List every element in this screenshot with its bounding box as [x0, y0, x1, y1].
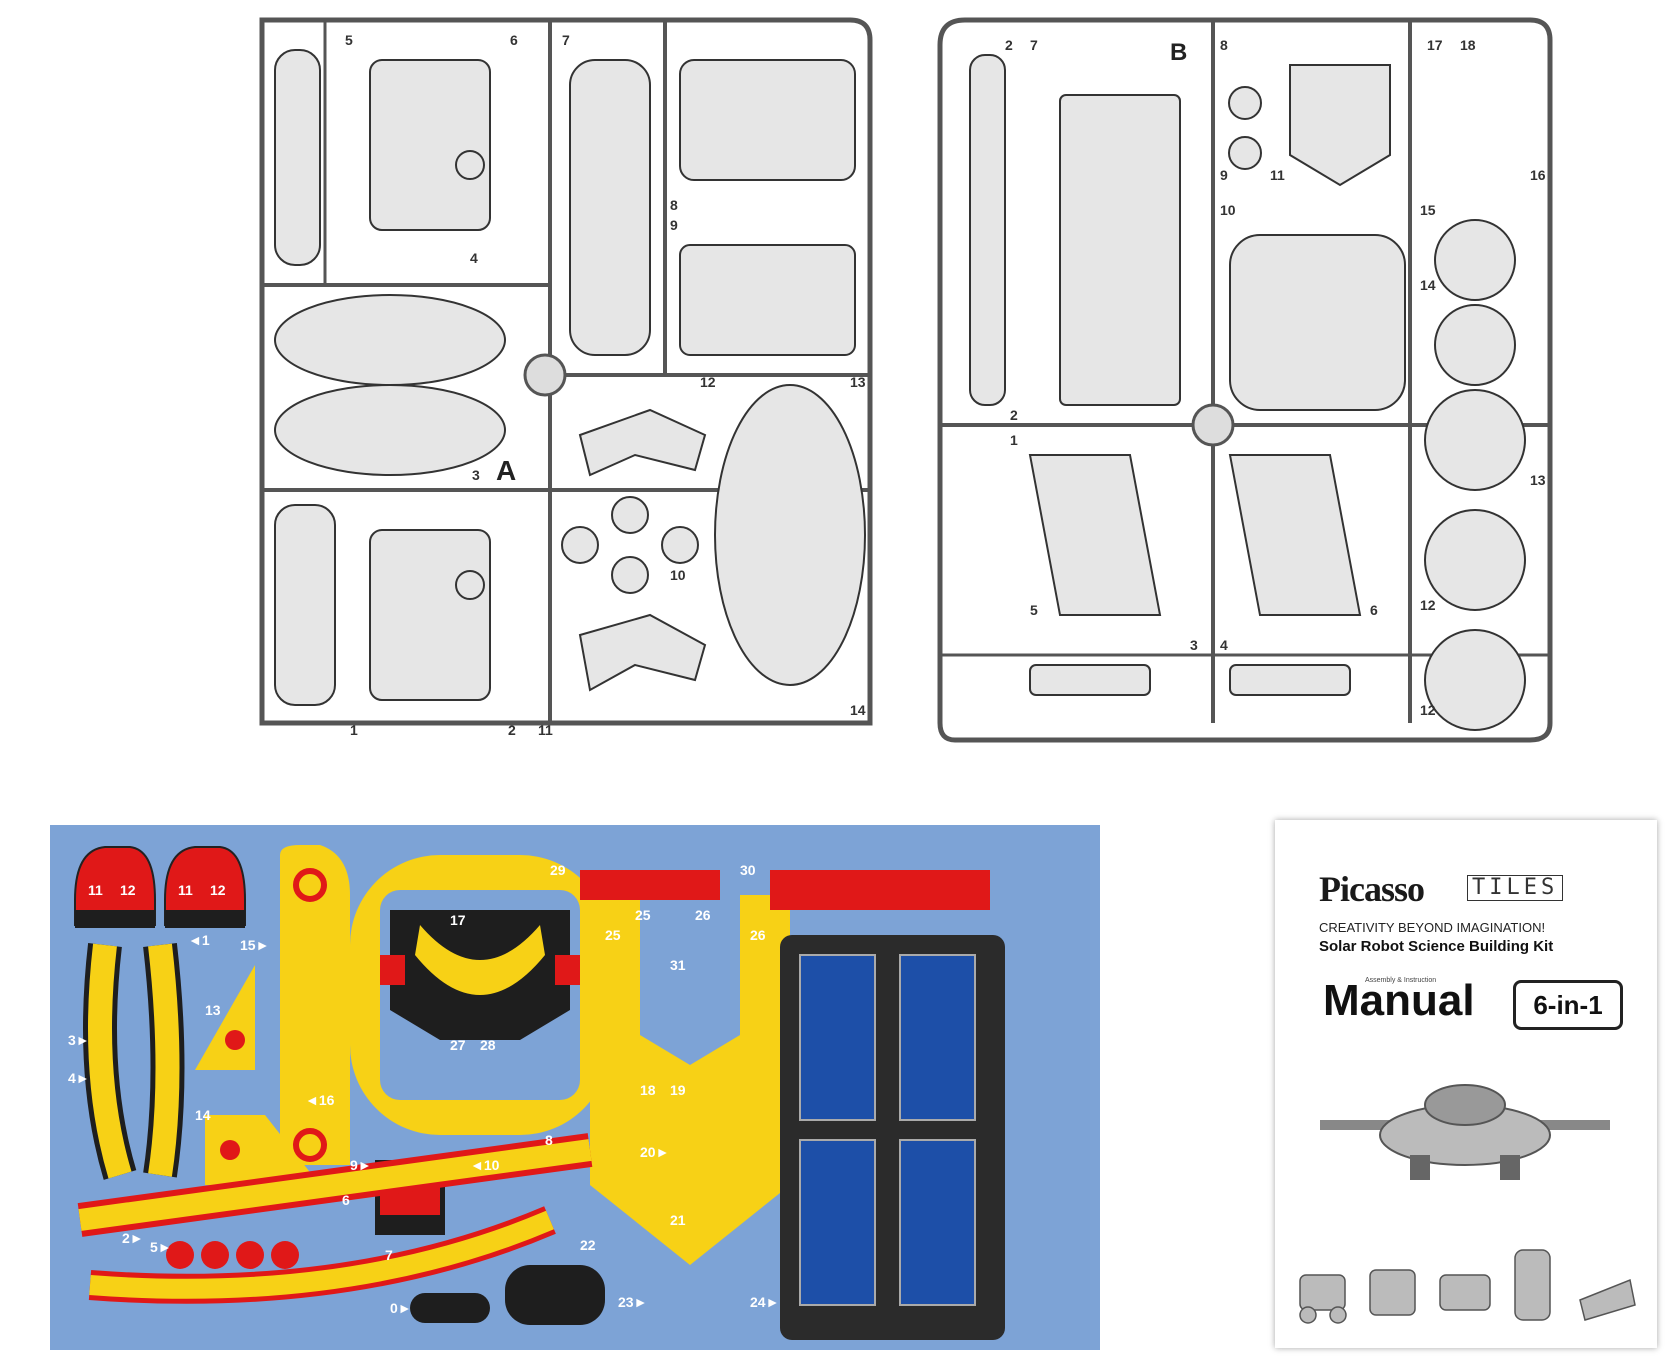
sticker-sheet-drawing: 11 12 11 12 ◄1 3► 4► 2► 13 15► 14 ◄16 17 27… — [50, 825, 1100, 1350]
six-in-one-badge: 6-in-1 — [1513, 980, 1623, 1030]
svg-text:0►: 0► — [390, 1300, 412, 1316]
svg-text:7: 7 — [385, 1247, 393, 1263]
svg-text:17: 17 — [1427, 37, 1443, 53]
svg-text:1: 1 — [350, 722, 358, 738]
brand-suffix: TILES — [1467, 875, 1564, 901]
svg-text:4: 4 — [470, 250, 478, 266]
sprue-a: 5 6 7 4 8 9 12 13 3 10 1 2 11 14 A — [250, 15, 880, 745]
svg-text:16: 16 — [1530, 167, 1546, 183]
svg-text:10: 10 — [670, 567, 686, 583]
manual-title: Manual — [1323, 976, 1475, 1025]
svg-text:26: 26 — [695, 907, 711, 923]
svg-text:2: 2 — [508, 722, 516, 738]
sprue-a-label: 5 — [345, 32, 353, 48]
sprue-b-letter: B — [1170, 39, 1187, 66]
svg-text:29: 29 — [550, 862, 566, 878]
svg-text:6: 6 — [342, 1192, 350, 1208]
svg-text:12: 12 — [700, 374, 716, 390]
brand-name: Picasso — [1319, 869, 1425, 909]
svg-text:9►: 9► — [350, 1157, 372, 1173]
svg-text:15: 15 — [1420, 202, 1436, 218]
svg-text:2: 2 — [1005, 37, 1013, 53]
svg-text:21: 21 — [670, 1212, 686, 1228]
svg-text:25: 25 — [635, 907, 651, 923]
svg-text:8: 8 — [545, 1132, 553, 1148]
svg-text:◄1: ◄1 — [188, 932, 210, 948]
svg-text:11: 11 — [178, 882, 193, 898]
svg-text:31: 31 — [670, 957, 686, 973]
svg-text:14: 14 — [850, 702, 866, 718]
svg-text:9: 9 — [1220, 167, 1228, 183]
svg-text:17: 17 — [450, 912, 466, 928]
subtitle: Solar Robot Science Building Kit — [1319, 938, 1554, 955]
svg-text:12: 12 — [1420, 702, 1436, 718]
svg-text:28: 28 — [480, 1037, 496, 1053]
svg-text:2: 2 — [1010, 407, 1018, 423]
svg-text:22: 22 — [580, 1237, 596, 1253]
robot-variants-image — [1299, 1249, 1636, 1324]
svg-text:11: 11 — [1270, 167, 1285, 183]
svg-text:30: 30 — [740, 862, 756, 878]
svg-text:20►: 20► — [640, 1144, 669, 1160]
svg-text:13: 13 — [205, 1002, 221, 1018]
sprue-a-letter: A — [496, 455, 516, 486]
svg-text:10: 10 — [1220, 202, 1236, 218]
svg-text:24►: 24► — [750, 1294, 779, 1310]
small-caption: Assembly & Instruction — [1365, 977, 1437, 984]
svg-text:2►: 2► — [122, 1230, 144, 1246]
svg-text:27: 27 — [450, 1037, 466, 1053]
svg-text:4►: 4► — [68, 1070, 90, 1086]
svg-text:5: 5 — [1030, 602, 1038, 618]
svg-text:1: 1 — [1010, 432, 1018, 448]
sprue-a-drawing: 5 6 7 4 8 9 12 13 3 10 1 2 11 14 A — [259, 17, 873, 738]
svg-text:3: 3 — [1190, 637, 1198, 653]
svg-text:23►: 23► — [618, 1294, 647, 1310]
robot-ufo-image — [1320, 1084, 1610, 1180]
svg-text:13: 13 — [850, 374, 866, 390]
svg-text:4: 4 — [1220, 637, 1228, 653]
tagline: CREATIVITY BEYOND IMAGINATION! — [1319, 920, 1546, 935]
svg-text:18: 18 — [1460, 37, 1476, 53]
svg-text:6: 6 — [1370, 602, 1378, 618]
svg-text:9: 9 — [670, 217, 678, 233]
svg-text:◄16: ◄16 — [305, 1092, 335, 1108]
svg-text:7: 7 — [1030, 37, 1038, 53]
svg-text:12: 12 — [1420, 597, 1436, 613]
svg-text:18: 18 — [640, 1082, 656, 1098]
svg-text:13: 13 — [1530, 472, 1546, 488]
svg-text:26: 26 — [750, 927, 766, 943]
svg-text:7: 7 — [562, 32, 570, 48]
svg-text:12: 12 — [120, 882, 136, 898]
svg-text:◄10: ◄10 — [470, 1157, 500, 1173]
svg-text:6: 6 — [510, 32, 518, 48]
svg-text:8: 8 — [670, 197, 678, 213]
svg-text:8: 8 — [1220, 37, 1228, 53]
svg-text:14: 14 — [195, 1107, 211, 1123]
sticker-sheet: 11 12 11 12 ◄1 3► 4► 2► 13 15► 14 ◄16 17 27… — [50, 825, 1100, 1350]
svg-text:25: 25 — [605, 927, 621, 943]
svg-text:14: 14 — [1420, 277, 1436, 293]
svg-text:12: 12 — [210, 882, 226, 898]
svg-text:3: 3 — [472, 467, 480, 483]
svg-text:3►: 3► — [68, 1032, 90, 1048]
svg-text:11: 11 — [88, 882, 103, 898]
svg-text:11: 11 — [538, 722, 553, 738]
svg-text:5►: 5► — [150, 1239, 172, 1255]
svg-text:15►: 15► — [240, 937, 269, 953]
manual-cover: Picasso TILES CREATIVITY BEYOND IMAGINAT… — [1275, 820, 1657, 1348]
svg-text:19: 19 — [670, 1082, 686, 1098]
